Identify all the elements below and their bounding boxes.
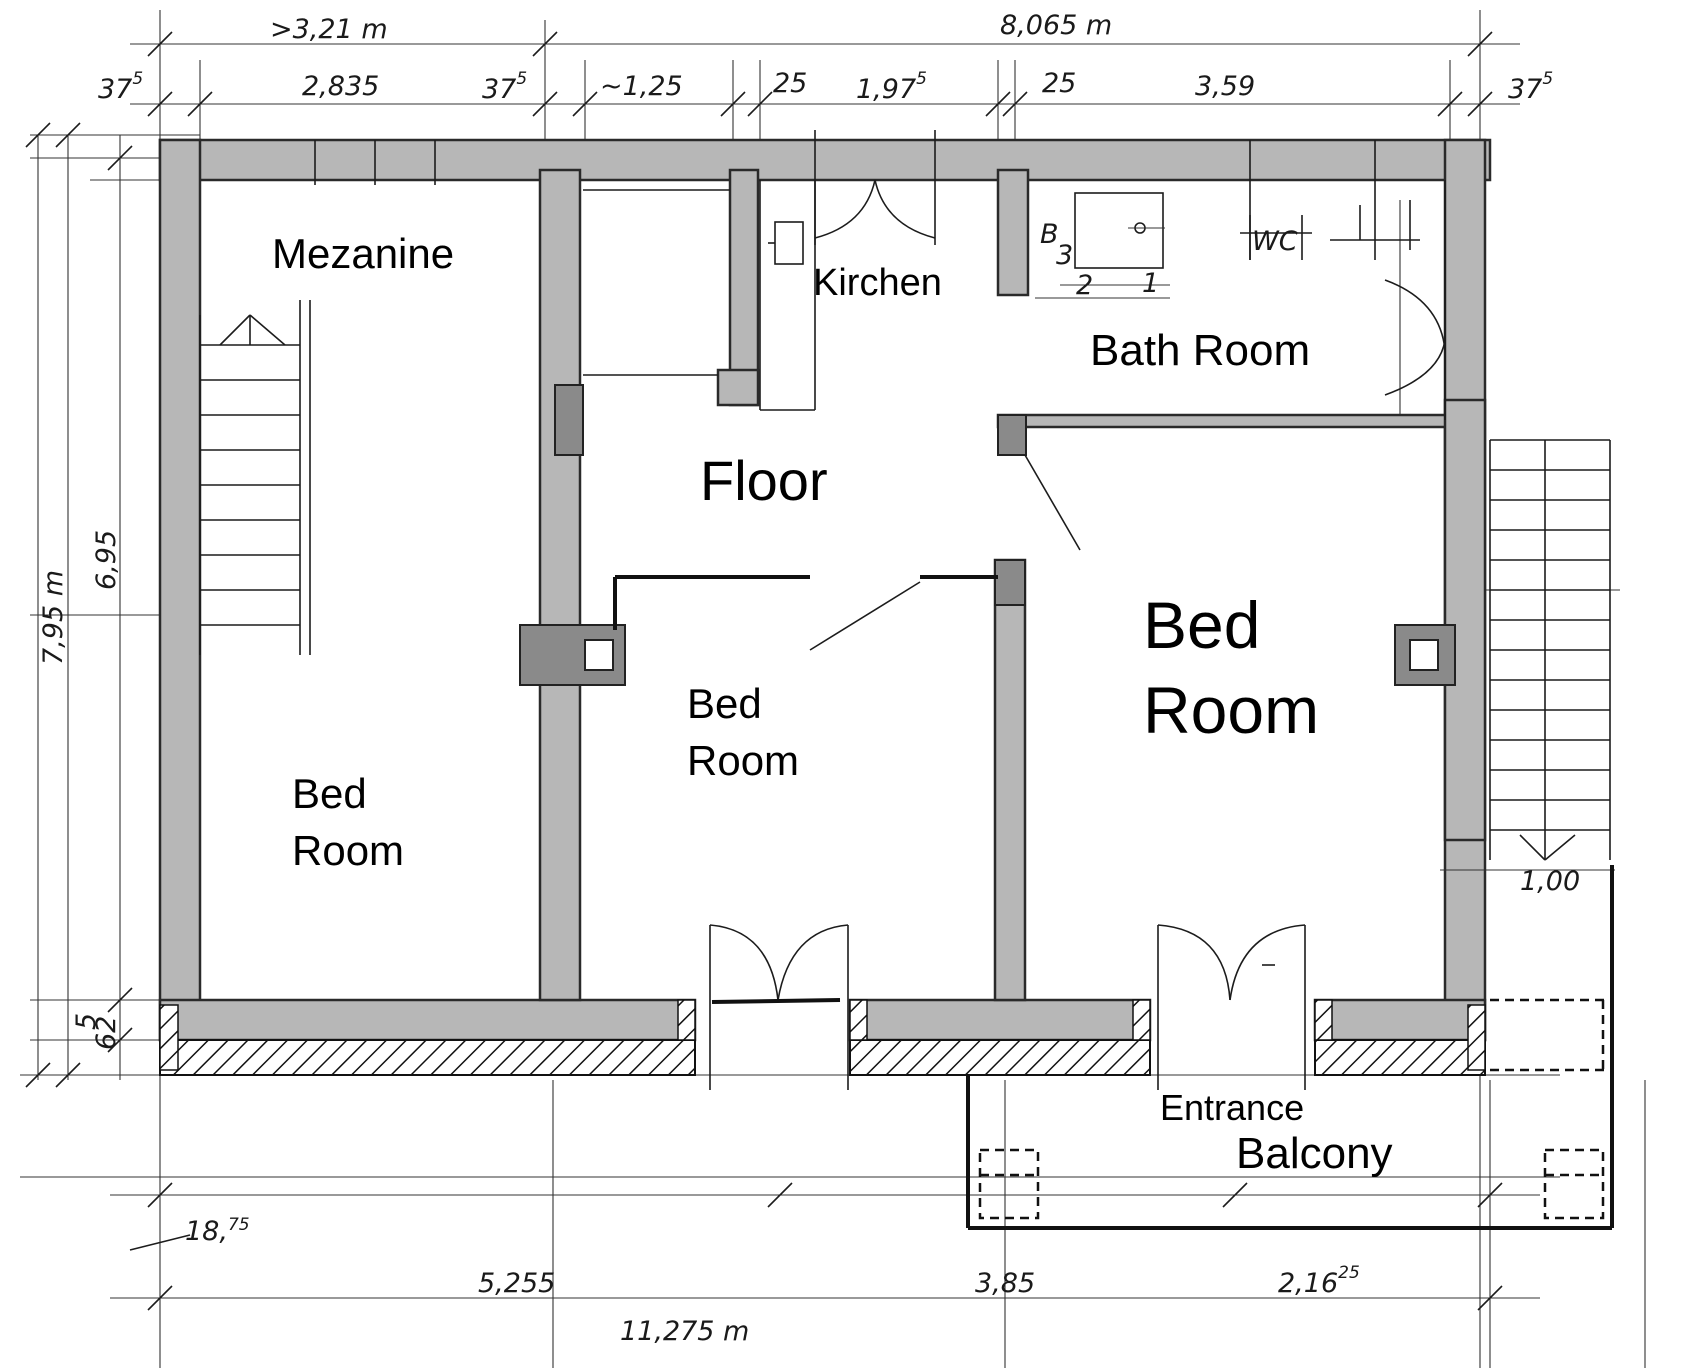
bath-number-1: 1 — [1142, 268, 1159, 299]
dim-offset: 18,75 — [185, 1215, 250, 1247]
bath-label: B — [1040, 219, 1059, 250]
room-label-bath-room: Bath Room — [1090, 326, 1310, 375]
room-label-kitchen: Kirchen — [813, 262, 942, 304]
dim-partition-1: 25 — [773, 68, 807, 99]
dimension-labels: >3,21 m 8,065 m 375 2,835 375 ~1,25 25 1… — [38, 10, 1580, 1347]
stairs-left — [199, 300, 311, 655]
dim-stair-width: 1,00 — [1520, 866, 1580, 897]
dim-top-left-span: >3,21 m — [270, 14, 388, 45]
room-label-mezanine: Mezanine — [272, 230, 454, 277]
dim-bottom-total: 11,275 m — [620, 1316, 749, 1347]
dim-wall-mid: 375 — [482, 69, 527, 105]
dim-bottom-wall-a: 5 — [71, 1013, 102, 1030]
dim-height-total: 7,95 m — [38, 570, 69, 665]
dim-wall-right: 375 — [1508, 69, 1553, 105]
room-label-bed-left-2: Room — [292, 827, 404, 874]
fixtures — [768, 192, 1420, 299]
room-label-bed-mid-1: Bed — [687, 680, 762, 727]
dim-bottom-seg-1: 5,255 — [478, 1268, 555, 1299]
balcony-outline — [966, 865, 1614, 1230]
dim-bottom-wall-b: 62 — [91, 1016, 122, 1050]
stairs-right — [1440, 439, 1615, 871]
dim-top-total: 8,065 m — [1000, 10, 1112, 41]
dim-height-inner: 6,95 — [91, 530, 122, 590]
room-label-balcony: Balcony — [1236, 1129, 1393, 1178]
bath-number-2: 2 — [1076, 270, 1093, 301]
dim-partition-2: 25 — [1042, 68, 1076, 99]
room-labels: Mezanine Kirchen Bath Room Floor Bed Roo… — [272, 230, 1393, 1178]
dim-kitchen-width: 1,975 — [856, 69, 927, 105]
room-label-floor: Floor — [700, 449, 828, 512]
room-label-entrance: Entrance — [1160, 1087, 1304, 1128]
dim-bottom-seg-3: 2,1625 — [1278, 1263, 1360, 1299]
dim-kitchen-gap: ~1,25 — [600, 71, 683, 102]
room-label-bed-left-1: Bed — [292, 770, 367, 817]
bath-number-3: 3 — [1056, 240, 1073, 271]
dim-mezanine-width: 2,835 — [302, 71, 379, 102]
dim-wall-left: 375 — [98, 69, 143, 105]
wc-label: WC — [1252, 226, 1298, 257]
dim-bath-width: 3,59 — [1195, 71, 1255, 102]
room-label-bed-right-2: Room — [1143, 673, 1319, 747]
dim-bottom-seg-2: 3,85 — [975, 1268, 1035, 1299]
fixture-labels: B WC 1 2 3 — [1040, 219, 1298, 301]
room-label-bed-mid-2: Room — [687, 737, 799, 784]
dimension-lines — [20, 10, 1646, 1368]
walls — [158, 138, 1492, 1076]
doors — [709, 130, 1446, 1090]
room-label-bed-right-1: Bed — [1143, 588, 1260, 662]
